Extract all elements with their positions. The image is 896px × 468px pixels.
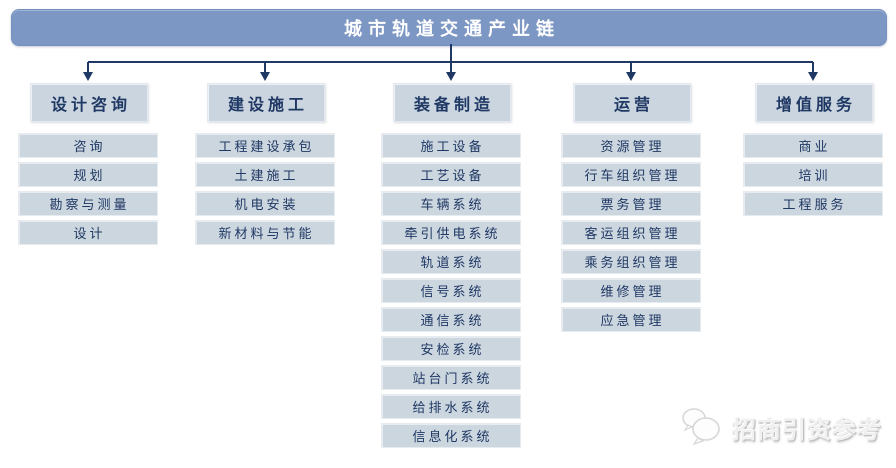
chain-item: 维修管理 (561, 278, 701, 303)
chain-item: 工艺设备 (381, 162, 521, 187)
chain-item: 票务管理 (561, 191, 701, 216)
chain-item: 客运组织管理 (561, 220, 701, 245)
column-header: 增值服务 (755, 83, 873, 122)
root-node-banner: 城市轨道交通产业链 (11, 9, 887, 46)
watermark-text: 招商引资参考 (732, 415, 882, 444)
chain-item: 土建施工 (195, 162, 335, 187)
chain-item: 牵引供电系统 (381, 220, 521, 245)
column-header: 运营 (573, 83, 691, 122)
chain-item: 设计 (18, 220, 158, 245)
column-header: 建设施工 (207, 83, 325, 122)
chain-item: 施工设备 (381, 133, 521, 158)
chain-item: 站台门系统 (381, 365, 521, 390)
chain-item: 咨询 (18, 133, 158, 158)
chain-item: 商业 (743, 133, 883, 158)
chain-item: 通信系统 (381, 307, 521, 332)
chain-item: 信息化系统 (381, 423, 521, 448)
column-header: 设计咨询 (30, 83, 148, 122)
chain-item: 新材料与节能 (195, 220, 335, 245)
chain-item: 资源管理 (561, 133, 701, 158)
chat-bubbles-icon (676, 400, 726, 454)
chain-item: 机电安装 (195, 191, 335, 216)
chain-item: 规划 (18, 162, 158, 187)
chain-item: 给排水系统 (381, 394, 521, 419)
chain-item: 工程建设承包 (195, 133, 335, 158)
watermark: 招商引资参考 (676, 400, 882, 454)
chain-item: 工程服务 (743, 191, 883, 216)
chain-item: 勘察与测量 (18, 191, 158, 216)
chain-item: 车辆系统 (381, 191, 521, 216)
column-header: 装备制造 (393, 83, 511, 122)
chain-item: 乘务组织管理 (561, 249, 701, 274)
chain-item: 行车组织管理 (561, 162, 701, 187)
chain-item: 安检系统 (381, 336, 521, 361)
chain-item: 信号系统 (381, 278, 521, 303)
chain-item: 轨道系统 (381, 249, 521, 274)
chain-item: 培训 (743, 162, 883, 187)
chain-item: 应急管理 (561, 307, 701, 332)
